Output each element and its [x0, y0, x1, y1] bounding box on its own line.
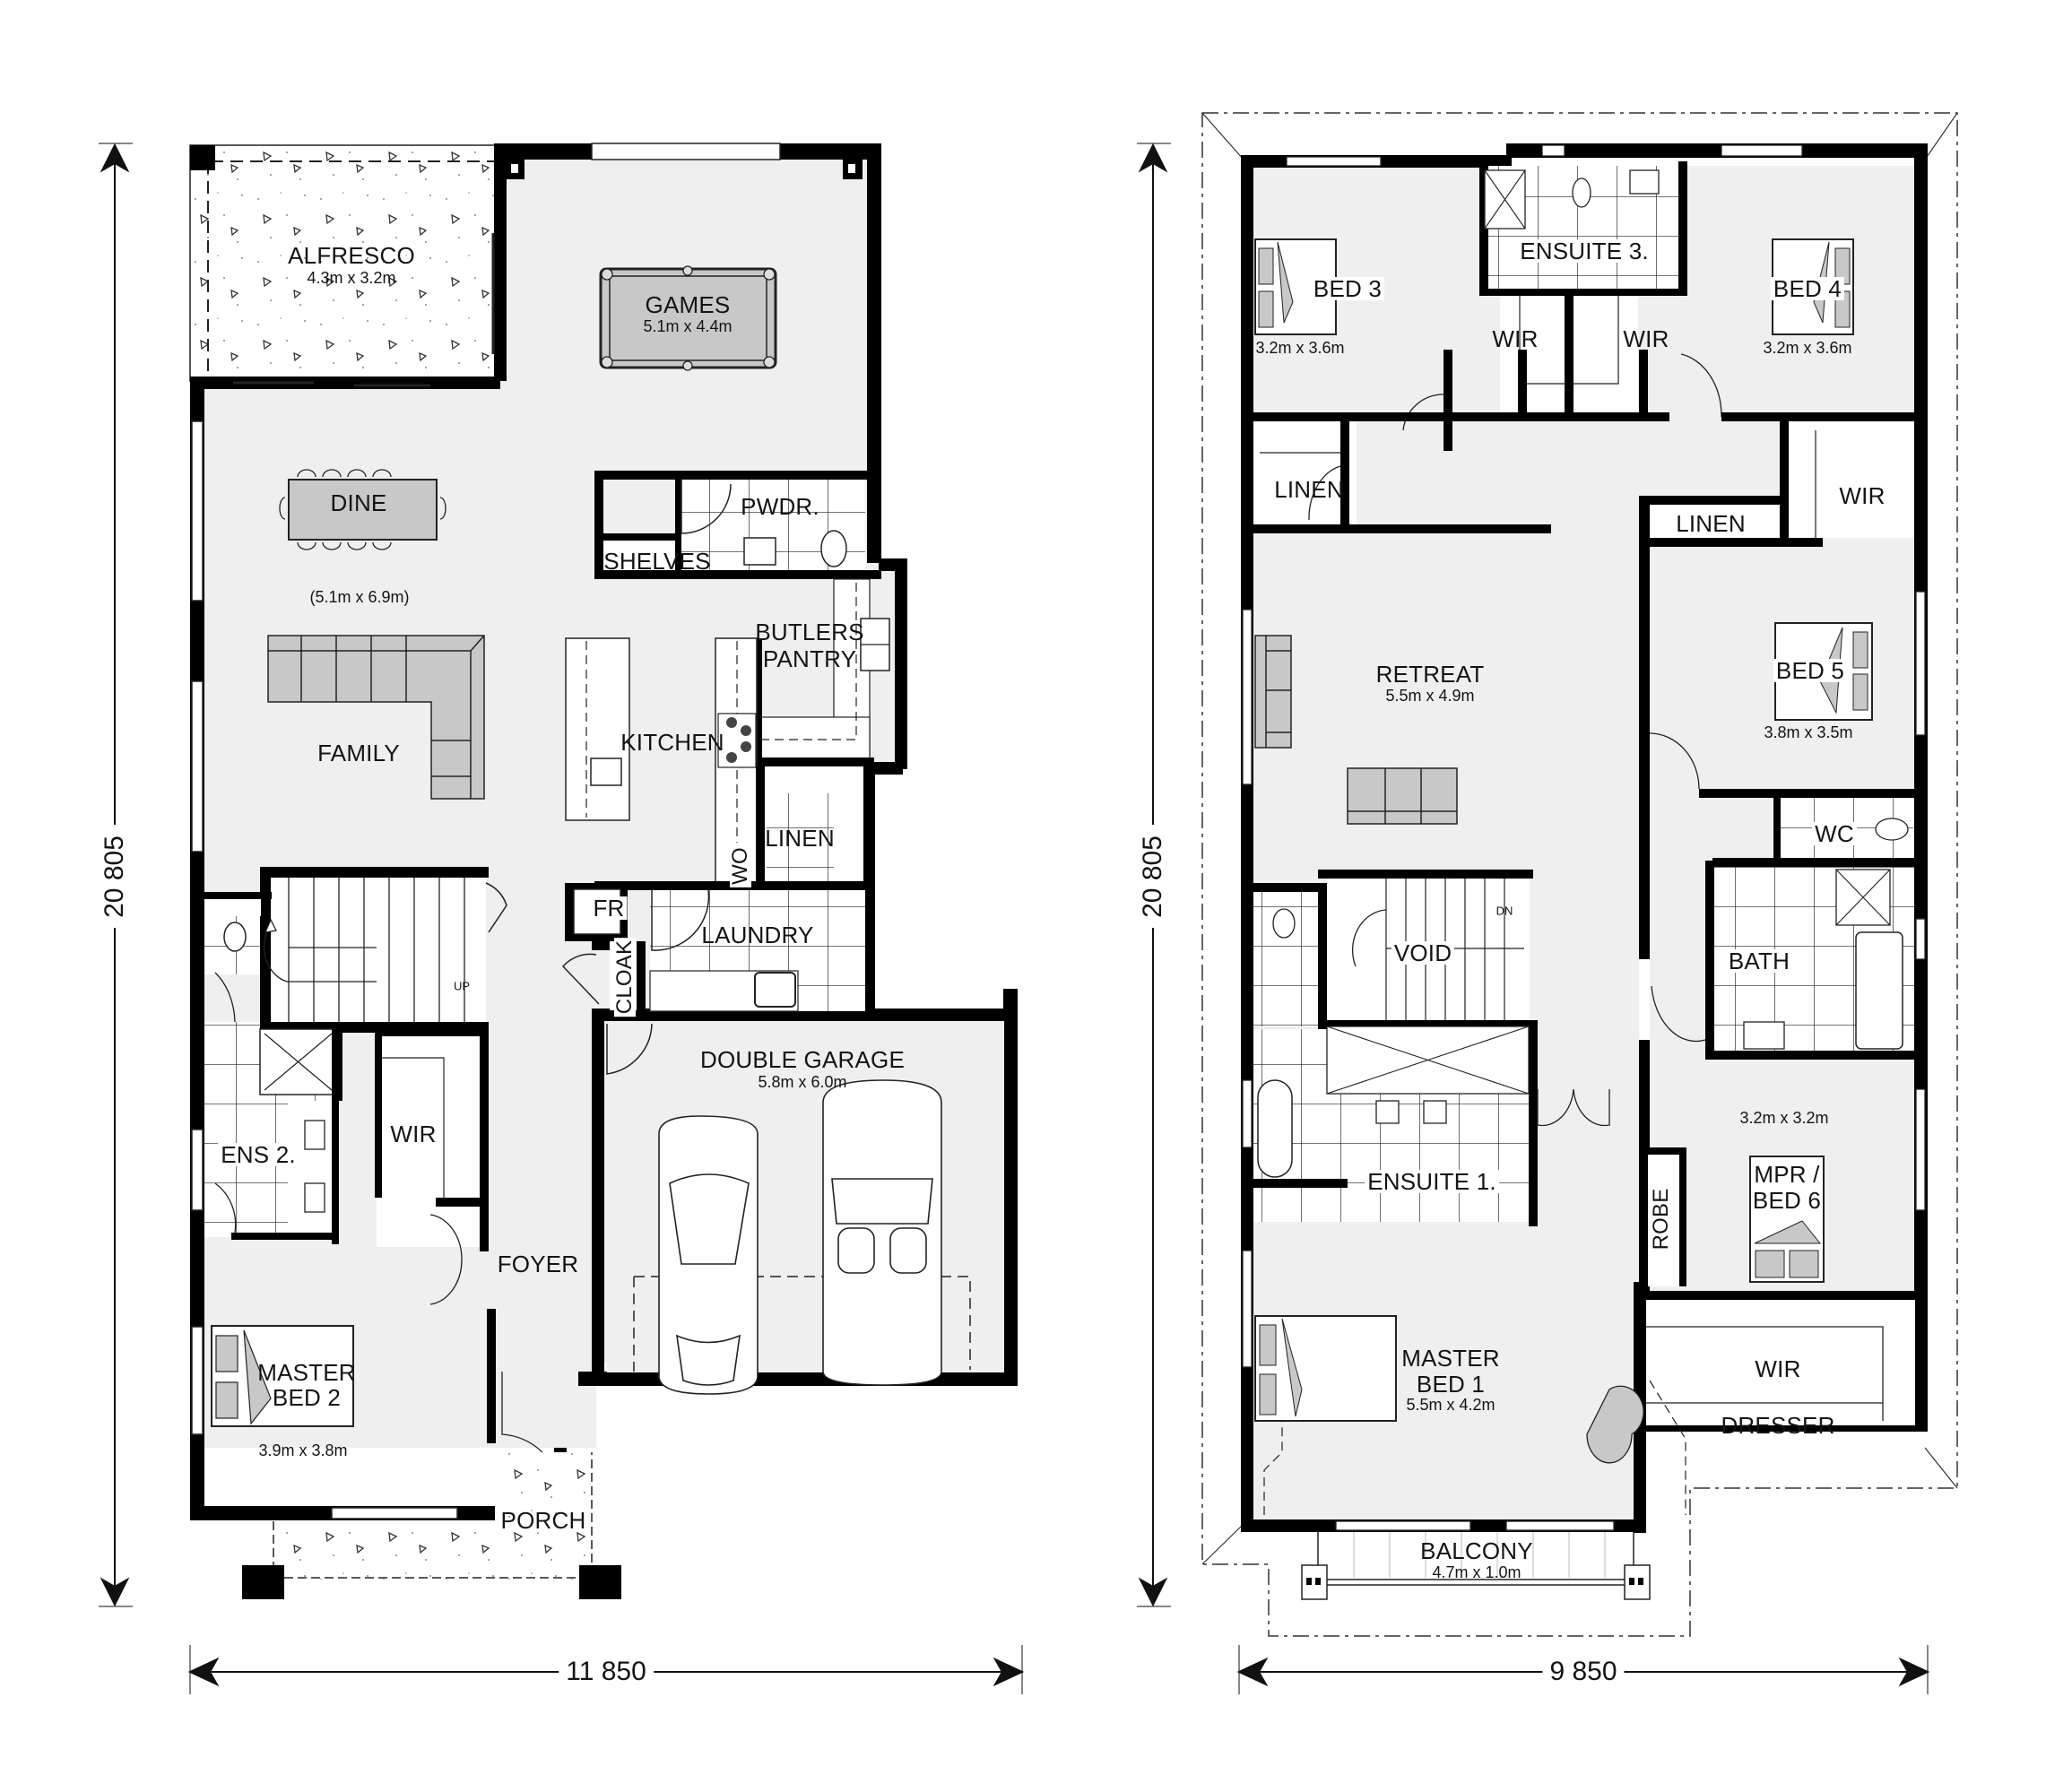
room-label-bath: BATH [1725, 949, 1793, 973]
room-label-ensuite1: ENSUITE 1. [1365, 1170, 1499, 1193]
room-size-alfresco: 4.3m x 3.2m [307, 269, 396, 287]
room-label-bed3: BED 3 [1310, 277, 1385, 300]
room-label-laundry: LAUNDRY [701, 922, 814, 948]
room-label-double-garage: DOUBLE GARAGE [700, 1046, 905, 1073]
room-label-ensuite3: ENSUITE 3. [1517, 239, 1652, 263]
room-size-games: 5.1m x 4.4m [643, 317, 733, 335]
retreat-sofa-left [1254, 635, 1292, 749]
car-convertible-icon [822, 1079, 942, 1386]
upper-floor-depth-label: 20 805 [1138, 828, 1167, 925]
room-label-wir-bed3: WIR [1492, 325, 1539, 352]
ground-floor-width-label: 11 850 [559, 1658, 654, 1685]
ground-floor-plan [99, 143, 1025, 1694]
stairs-up-label: UP [453, 979, 471, 993]
room-label-games: GAMES [645, 291, 731, 318]
room-size-retreat: 5.5m x 4.9m [1385, 687, 1475, 705]
room-label-cloak: CLOAK [612, 937, 637, 1017]
room-label-balcony: BALCONY [1420, 1537, 1533, 1564]
room-label-wo: WO [728, 844, 752, 887]
ground-floor-depth-label: 20 805 [100, 828, 129, 925]
dining-table [288, 479, 438, 541]
family-sofa [267, 635, 485, 800]
room-label-pwdr: PWDR. [741, 493, 819, 520]
kitchen-island [565, 637, 630, 821]
retreat-sofa-front [1347, 767, 1458, 825]
room-label-foyer: FOYER [497, 1251, 579, 1277]
stairs-down-label: DN [1495, 904, 1513, 918]
room-size-bed3: 3.2m x 3.6m [1255, 339, 1345, 357]
room-size-master-bed1: 5.5m x 4.2m [1406, 1396, 1495, 1414]
room-label-robe: ROBE [1649, 1185, 1673, 1253]
room-size-double-garage: 5.8m x 6.0m [758, 1073, 847, 1091]
room-label-mpr-bed6-2: BED 6 [1752, 1187, 1822, 1214]
bed-master-bed1 [1254, 1315, 1397, 1422]
car-sedan-icon [658, 1115, 759, 1395]
room-size-balcony: 4.7m x 1.0m [1432, 1563, 1521, 1581]
room-label-bed5: BED 5 [1773, 659, 1848, 682]
room-size-bed5: 3.8m x 3.5m [1764, 723, 1853, 741]
upper-floor-width-label: 9 850 [1542, 1658, 1625, 1685]
room-label-master-bed1-1: MASTER [1401, 1345, 1500, 1372]
room-label-shelves: SHELVES [603, 548, 711, 575]
room-label-void: VOID [1391, 941, 1455, 965]
room-label-wc: WC [1812, 822, 1857, 845]
room-label-master-bed2-2: BED 2 [272, 1384, 342, 1411]
room-size-mpr-bed6: 3.2m x 3.2m [1739, 1109, 1829, 1127]
room-label-porch: PORCH [500, 1507, 586, 1534]
room-size-master-bed2: 3.9m x 3.8m [258, 1441, 348, 1459]
room-label-linen: LINEN [765, 825, 835, 852]
room-label-linen-right: LINEN [1676, 510, 1746, 537]
room-label-ens2: ENS 2. [218, 1143, 299, 1166]
room-label-dine: DINE [330, 489, 387, 516]
room-label-wir-bed5: WIR [1839, 482, 1886, 509]
room-label-alfresco: ALFRESCO [288, 242, 415, 269]
room-label-fr: FR [590, 896, 628, 920]
room-size-bed4: 3.2m x 3.6m [1763, 339, 1852, 357]
room-label-master-bed2-1: MASTER [257, 1359, 356, 1386]
room-label-butlers-pantry-1: BUTLERS [755, 619, 864, 645]
room-label-mpr-bed6-1: MPR / [1754, 1161, 1820, 1188]
room-size-family: (5.1m x 6.9m) [309, 588, 410, 606]
room-label-butlers-pantry-2: PANTRY [762, 645, 857, 672]
room-label-wir: WIR [390, 1121, 437, 1147]
room-label-retreat: RETREAT [1375, 661, 1485, 688]
room-label-wir-bed4: WIR [1623, 325, 1669, 352]
room-label-wir-master: WIR [1755, 1355, 1801, 1382]
room-label-dresser: DRESSER [1721, 1412, 1835, 1439]
alfresco-area [189, 144, 496, 382]
upper-floor-depth-dimension [1137, 143, 1171, 1607]
roof-outline [1201, 112, 1958, 1637]
room-label-bed4: BED 4 [1770, 277, 1845, 300]
balcony-area [1318, 1532, 1634, 1586]
room-label-master-bed1-2: BED 1 [1416, 1371, 1486, 1398]
room-label-kitchen: KITCHEN [620, 729, 724, 756]
room-label-linen-left: LINEN [1274, 476, 1344, 503]
ground-floor-depth-dimension [99, 143, 133, 1607]
room-label-family: FAMILY [317, 740, 400, 766]
